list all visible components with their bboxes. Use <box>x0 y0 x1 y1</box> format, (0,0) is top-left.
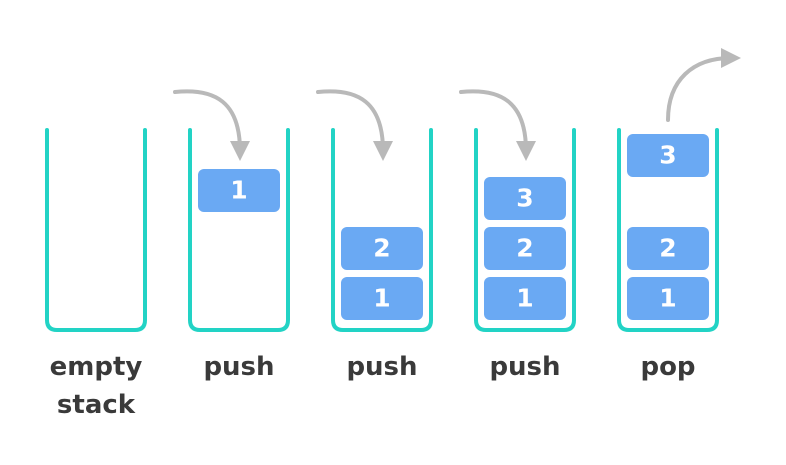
stack-block <box>484 177 566 220</box>
stack-block <box>198 169 280 212</box>
stack-group: 1 push <box>173 89 290 382</box>
push-arrow-icon <box>173 89 250 161</box>
stack-caption: stack <box>57 390 136 420</box>
stack-block <box>627 277 709 320</box>
stack-caption: pop <box>640 352 695 382</box>
stack-block-label: 2 <box>659 234 676 263</box>
stack-block-label: 2 <box>373 234 390 263</box>
stack-block <box>341 277 423 320</box>
stack-block-label: 1 <box>373 284 390 313</box>
stack-caption: empty <box>50 352 143 382</box>
stack-block-label: 3 <box>516 184 533 213</box>
stack-block-label: 2 <box>516 234 533 263</box>
stack-block <box>484 277 566 320</box>
stack-group: 1 2 push <box>316 89 433 382</box>
stack-block-label: 1 <box>659 284 676 313</box>
stack-caption: push <box>346 352 417 382</box>
stack-block <box>627 227 709 270</box>
stack-container <box>331 128 433 332</box>
stack-container <box>45 128 147 332</box>
stack-container <box>188 128 290 332</box>
stack-group: 1 2 3 pop <box>617 48 741 382</box>
push-arrow-icon <box>316 89 393 161</box>
stack-container <box>617 128 719 332</box>
stack-block-label: 1 <box>516 284 533 313</box>
stack-block-label: 1 <box>230 176 247 205</box>
stack-block-label: 3 <box>659 141 676 170</box>
stack-container <box>474 128 576 332</box>
push-arrow-icon <box>459 89 536 161</box>
stack-group: 1 2 3 push <box>459 89 576 382</box>
stack-caption: push <box>203 352 274 382</box>
pop-arrow-icon <box>666 48 741 122</box>
stack-block <box>484 227 566 270</box>
stack-block <box>341 227 423 270</box>
stack-group: empty stack <box>45 128 147 420</box>
stack-caption: push <box>489 352 560 382</box>
stack-block <box>627 134 709 177</box>
